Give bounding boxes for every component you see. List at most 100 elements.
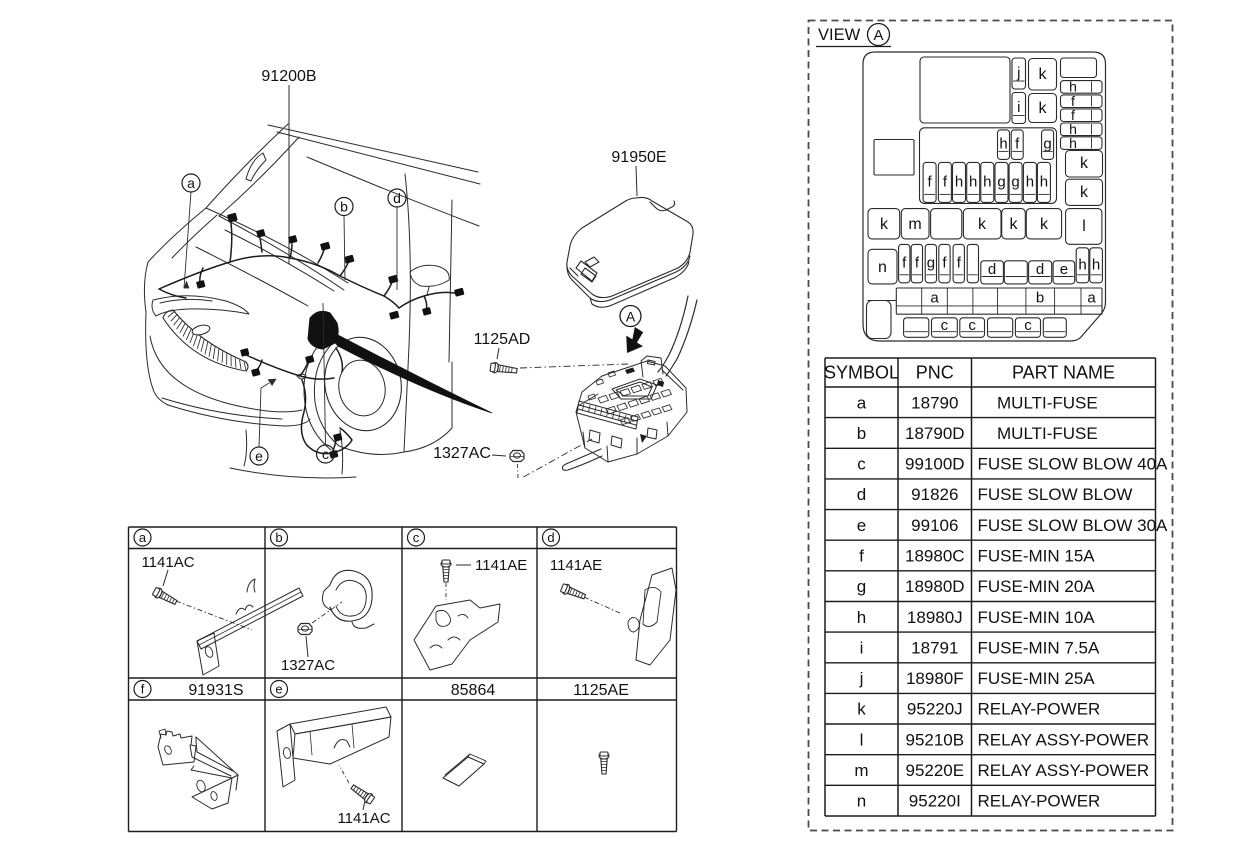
svg-text:f: f (1015, 136, 1020, 153)
svg-text:h: h (1040, 173, 1048, 190)
svg-text:1141AE: 1141AE (550, 557, 602, 574)
svg-text:f: f (1071, 93, 1075, 109)
svg-text:91826: 91826 (911, 485, 958, 504)
svg-text:a: a (930, 290, 939, 307)
svg-text:h: h (1069, 121, 1077, 137)
svg-text:85864: 85864 (451, 682, 496, 699)
svg-text:18790: 18790 (911, 393, 958, 412)
svg-text:g: g (857, 577, 866, 596)
svg-text:d: d (393, 190, 401, 206)
svg-text:j: j (1016, 65, 1020, 82)
svg-text:f: f (859, 547, 864, 566)
svg-text:k: k (1080, 155, 1089, 172)
svg-text:95220E: 95220E (905, 761, 964, 780)
svg-text:1141AE: 1141AE (475, 557, 527, 574)
svg-text:RELAY ASSY-POWER: RELAY ASSY-POWER (978, 761, 1150, 780)
svg-text:f: f (1071, 107, 1075, 123)
svg-text:1327AC: 1327AC (281, 657, 335, 674)
svg-text:f: f (902, 255, 907, 272)
svg-text:e: e (1060, 261, 1068, 278)
svg-text:d: d (857, 485, 866, 504)
svg-text:b: b (275, 530, 282, 545)
svg-text:18980F: 18980F (906, 669, 964, 688)
svg-text:f: f (141, 682, 145, 697)
svg-text:c: c (968, 317, 976, 334)
svg-text:h: h (1078, 256, 1086, 273)
svg-text:RELAY-POWER: RELAY-POWER (978, 792, 1101, 811)
svg-text:VIEW: VIEW (818, 26, 861, 44)
svg-text:g: g (1011, 173, 1019, 190)
svg-text:h: h (1026, 173, 1034, 190)
svg-text:k: k (880, 216, 889, 233)
svg-text:FUSE-MIN 7.5A: FUSE-MIN 7.5A (978, 638, 1101, 657)
svg-text:e: e (857, 516, 866, 535)
svg-text:h: h (857, 608, 866, 627)
svg-text:RELAY-POWER: RELAY-POWER (978, 700, 1101, 719)
svg-text:99100D: 99100D (905, 455, 965, 474)
svg-text:18980D: 18980D (905, 577, 965, 596)
svg-text:FUSE SLOW BLOW: FUSE SLOW BLOW (978, 485, 1133, 504)
svg-text:g: g (997, 173, 1005, 190)
svg-text:j: j (859, 669, 864, 688)
svg-text:h: h (955, 173, 963, 190)
svg-text:b: b (1036, 290, 1044, 307)
svg-text:FUSE-MIN 10A: FUSE-MIN 10A (978, 608, 1096, 627)
svg-text:91950E: 91950E (611, 149, 666, 166)
svg-text:d: d (1036, 261, 1044, 278)
svg-text:c: c (1024, 317, 1032, 334)
svg-text:a: a (187, 175, 195, 191)
svg-text:i: i (860, 638, 864, 657)
svg-text:MULTI-FUSE: MULTI-FUSE (997, 424, 1098, 443)
svg-text:c: c (413, 530, 420, 545)
svg-text:k: k (1010, 216, 1019, 233)
svg-text:k: k (1039, 66, 1048, 83)
svg-text:1141AC: 1141AC (141, 554, 194, 571)
svg-text:95220I: 95220I (909, 792, 961, 811)
svg-text:a: a (1087, 290, 1096, 307)
svg-text:1327AC: 1327AC (433, 445, 491, 462)
svg-text:a: a (857, 393, 867, 412)
svg-text:l: l (860, 730, 864, 749)
svg-text:A: A (626, 309, 636, 325)
svg-text:MULTI-FUSE: MULTI-FUSE (997, 393, 1098, 412)
svg-text:i: i (1017, 99, 1020, 116)
svg-text:n: n (857, 792, 866, 811)
svg-text:h: h (1069, 135, 1077, 151)
svg-text:f: f (915, 255, 920, 272)
svg-text:k: k (1039, 100, 1048, 117)
svg-text:c: c (322, 446, 329, 462)
svg-text:95210B: 95210B (905, 730, 964, 749)
svg-text:PART NAME: PART NAME (1012, 363, 1115, 383)
svg-text:k: k (857, 700, 866, 719)
svg-text:PNC: PNC (916, 363, 954, 383)
svg-text:h: h (999, 136, 1007, 153)
svg-text:g: g (927, 255, 935, 272)
svg-text:FUSE SLOW BLOW 40A: FUSE SLOW BLOW 40A (978, 455, 1169, 474)
svg-text:FUSE-MIN 25A: FUSE-MIN 25A (978, 669, 1096, 688)
svg-text:e: e (275, 682, 282, 697)
svg-text:c: c (941, 317, 949, 334)
svg-text:A: A (873, 27, 883, 44)
svg-text:18980J: 18980J (907, 608, 963, 627)
svg-text:95220J: 95220J (907, 700, 963, 719)
svg-text:m: m (854, 761, 868, 780)
svg-text:c: c (857, 455, 866, 474)
svg-text:b: b (857, 424, 866, 443)
svg-text:h: h (969, 173, 977, 190)
svg-text:h: h (1092, 256, 1100, 273)
svg-text:d: d (547, 530, 554, 545)
svg-text:18980C: 18980C (905, 547, 965, 566)
svg-text:RELAY ASSY-POWER: RELAY ASSY-POWER (978, 730, 1150, 749)
svg-text:99106: 99106 (911, 516, 958, 535)
svg-text:n: n (878, 259, 887, 276)
svg-text:h: h (983, 173, 991, 190)
svg-text:d: d (988, 261, 996, 278)
svg-text:FUSE-MIN 20A: FUSE-MIN 20A (978, 577, 1096, 596)
svg-text:91200B: 91200B (261, 68, 316, 85)
svg-text:l: l (1082, 218, 1086, 235)
svg-text:f: f (928, 173, 933, 190)
svg-text:SYMBOL: SYMBOL (824, 363, 899, 383)
svg-text:f: f (943, 173, 948, 190)
svg-text:18790D: 18790D (905, 424, 965, 443)
svg-text:g: g (1043, 136, 1051, 153)
